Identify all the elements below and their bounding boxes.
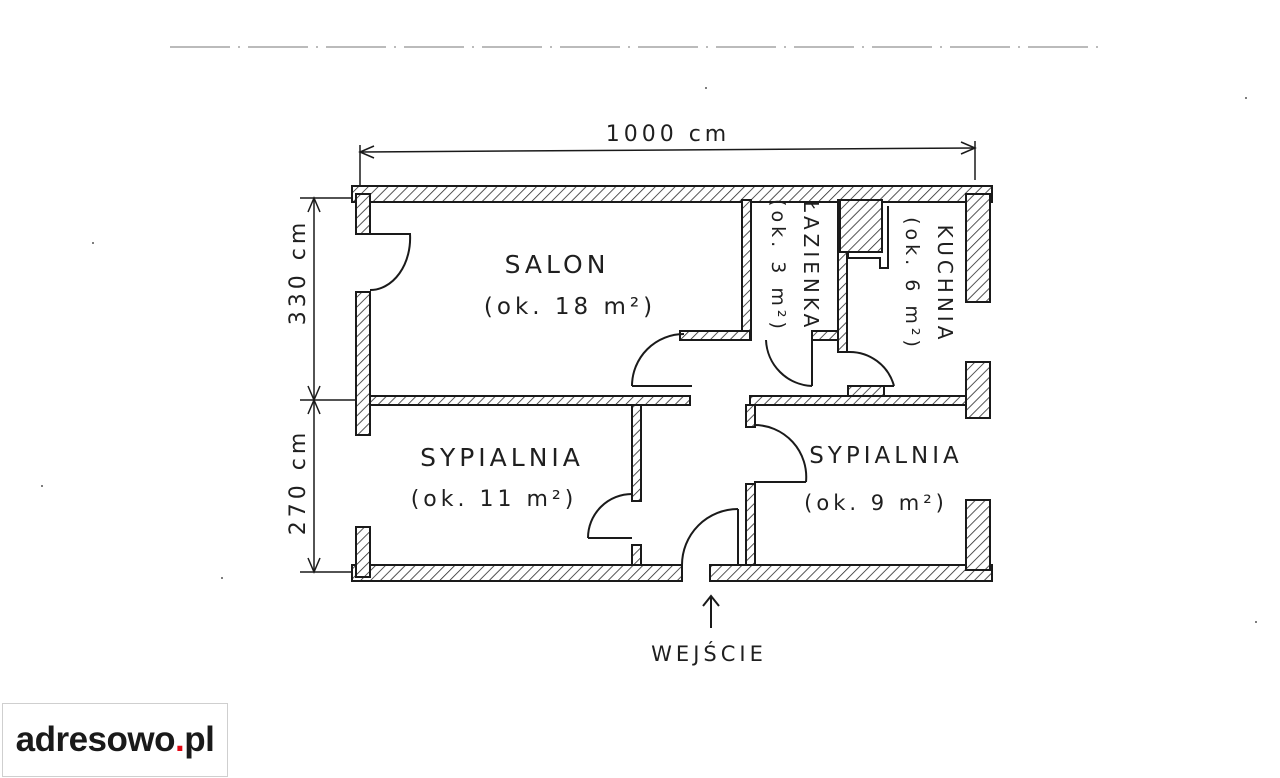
sypialnia-right-area: (ok. 9 m²): [804, 491, 948, 515]
outer-walls: [351, 185, 993, 582]
salon-name: SALON: [505, 250, 610, 279]
entrance-label: WEJŚCIE: [651, 641, 767, 666]
kuchnia-name: KUCHNIA: [933, 225, 957, 344]
width-dimension-line: [358, 141, 977, 185]
lazienka-name: ŁAZIENKA: [799, 200, 823, 332]
height-dimension-lines: [300, 196, 358, 574]
sypialnia-right-name: SYPIALNIA: [809, 443, 963, 469]
bottom-height-label: 270 cm: [286, 429, 311, 536]
width-dimension-label: 1000 cm: [606, 122, 731, 147]
door-swings: [369, 233, 895, 566]
chimney-shaft: [839, 199, 889, 269]
kuchnia-area: (ok. 6 m²): [901, 217, 923, 351]
sypialnia-left-area: (ok. 11 m²): [411, 487, 578, 512]
salon-area: (ok. 18 m²): [484, 294, 656, 320]
entrance-arrow: [702, 594, 720, 628]
top-height-label: 330 cm: [286, 219, 311, 326]
interior-walls: [369, 199, 967, 566]
adresowo-logo: adresowo.pl: [2, 703, 228, 777]
scan-specks: [41, 87, 1257, 623]
lazienka-area: (ok. 3 m²): [767, 199, 789, 333]
sypialnia-left-name: SYPIALNIA: [420, 443, 584, 472]
